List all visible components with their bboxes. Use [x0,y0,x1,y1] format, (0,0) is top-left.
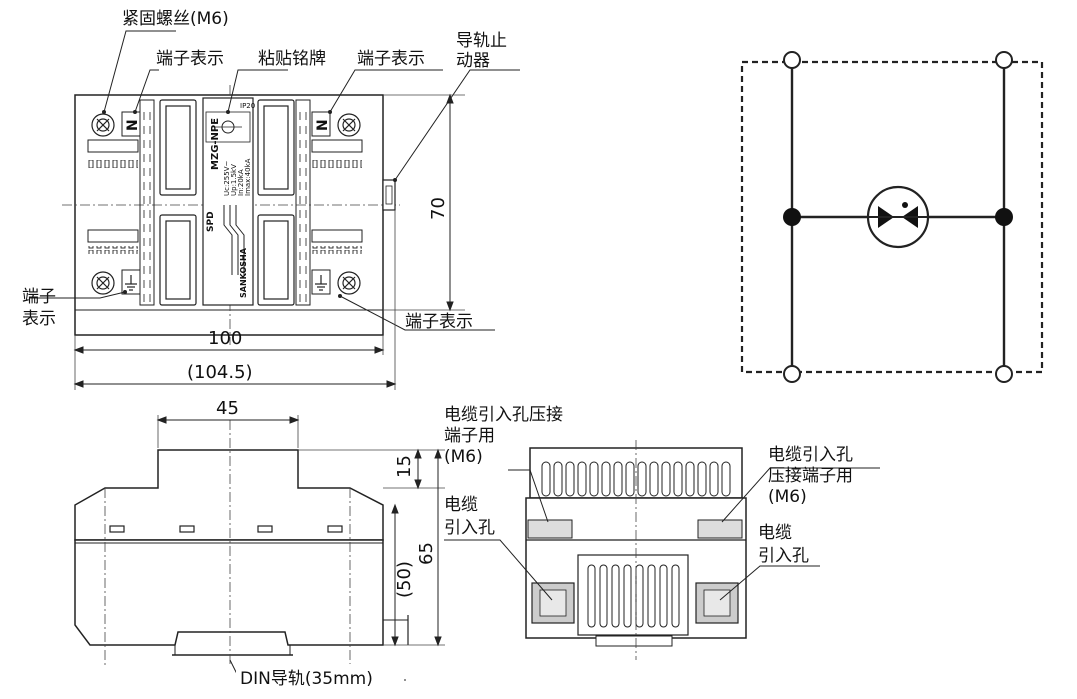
rail-stopper [382,179,396,211]
cable-hole-label: 引入孔 [758,546,809,566]
enclosure-boundary [740,60,1044,374]
screw-icon [91,113,361,295]
nameplate-model: MZG-NPE [210,118,221,170]
fin-comb [87,99,363,306]
crimp-label: 端子用 [444,426,495,446]
vent-slots [541,461,731,497]
terminal-display-label: 端子 [22,287,56,307]
dim-width: 100 [208,328,242,349]
nameplate: IP20 MZG-NPE SPD Uc:255V~ Up:1.5kV In:20… [202,97,255,306]
junction-dot [995,208,1013,226]
cable-hole-label: 引入孔 [444,518,495,538]
nameplate-label: 粘贴铭牌 [258,49,326,69]
terminal-icon [783,365,801,383]
terminal-display-label: 端子表示 [357,49,425,69]
nameplate-spec-2: In:20kA [237,169,245,196]
cable-hole-label: 电缆 [444,495,478,515]
terminal-icon [995,51,1013,69]
crimp-terminal-slot [527,519,573,539]
crimp-label: (M6) [768,487,807,507]
nameplate-spec-3: Imax:40kA [244,158,252,196]
crimp-label: 电缆引入孔 [768,445,853,465]
dimension-lines [73,93,465,390]
leader-lines [444,467,880,601]
nameplate-spd: SPD [206,211,216,232]
terminal-display-label: 端子表示 [405,312,473,332]
nameplate-brand: SANKOSHA [239,247,248,298]
rail-stopper-label: 导轨止 [456,31,507,51]
terminal-icon [995,365,1013,383]
terminal-cavity [159,99,295,306]
nameplate-spec-1: Up:1.5kV [230,164,238,196]
dim-65: 65 [416,542,437,565]
circuit-diagram [740,51,1044,383]
leader-lines [30,30,520,331]
dim-top-width: 45 [216,398,239,419]
side-view: 45 15 65 (50) DIN导轨(35mm) [74,398,445,689]
dim-50: (50) [394,561,415,598]
side-slot [109,525,343,533]
dim-15: 15 [394,455,415,478]
crimp-terminal-slot [697,519,743,539]
dim-width-overall: (104.5) [187,362,253,383]
terminal-mark-n-left: N [125,119,141,131]
dimension-lines [156,415,445,647]
crimp-label: 压接端子用 [768,466,853,486]
terminal-display-label: 端子表示 [156,49,224,69]
nameplate-spec-0: Uc:255V~ [223,161,231,196]
crimp-label: (M6) [444,447,483,467]
top-view: IP20 MZG-NPE SPD Uc:255V~ Up:1.5kV In:20… [22,9,520,390]
rail-stopper-label: 动器 [456,51,490,71]
front-view: 电缆引入孔压接 端子用 (M6) 电缆 引入孔 电缆引入孔 压接端子用 (M6)… [444,405,880,660]
screw-label: 紧固螺丝(M6) [122,9,229,29]
din-rail-label: DIN导轨(35mm) [240,669,373,689]
terminal-mark-n-right: N [315,119,331,131]
junction-dot [783,208,801,226]
cable-hole-label: 电缆 [758,523,792,543]
terminal-icon [783,51,801,69]
ground-icon [125,275,137,291]
crimp-label: 电缆引入孔压接 [444,405,563,425]
terminal-display-label: 表示 [22,309,56,329]
side-view-lower [74,539,384,646]
dim-height: 70 [428,197,449,220]
ground-icon [315,275,327,291]
nameplate-rating: IP20 [240,102,255,110]
terminal-mark: N N [121,111,331,295]
